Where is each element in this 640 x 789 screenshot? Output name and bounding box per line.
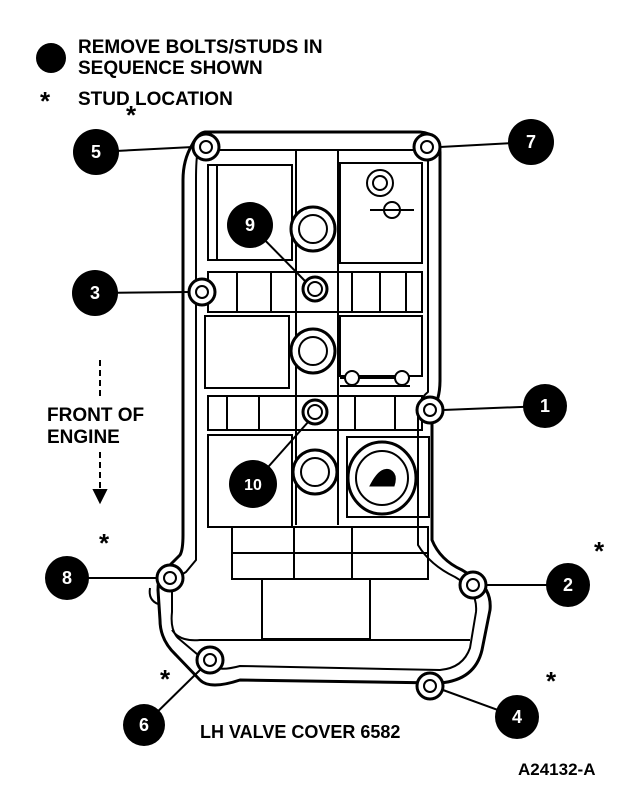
figure-id: A24132-A <box>518 760 596 779</box>
legend-bolt-marker <box>36 43 66 73</box>
callout-marker-7 <box>508 119 554 165</box>
front-of-engine-line2: ENGINE <box>47 427 120 448</box>
spark-plug-bosses <box>289 205 339 496</box>
callout-marker-2 <box>546 563 590 607</box>
callout-number-1: 1 <box>540 396 550 416</box>
stud-marker-5: * <box>126 100 137 130</box>
cover-fittings <box>344 169 414 386</box>
callout-number-5: 5 <box>91 142 101 162</box>
stud-marker-6: * <box>160 664 171 694</box>
oil-filler-cap <box>346 440 418 516</box>
callout-marker-1 <box>523 384 567 428</box>
callout-marker-4 <box>495 695 539 739</box>
stud-marker-8: * <box>99 528 110 558</box>
callout-number-7: 7 <box>526 132 536 152</box>
callout-number-6: 6 <box>139 715 149 735</box>
callout-number-9: 9 <box>245 215 255 235</box>
legend-stud-symbol: * <box>40 86 51 116</box>
callout-marker-8 <box>45 556 89 600</box>
callout-marker-6 <box>123 704 165 746</box>
legend-stud-text: STUD LOCATION <box>78 89 233 110</box>
callout-number-3: 3 <box>90 283 100 303</box>
callout-marker-5 <box>73 129 119 175</box>
callout-number-10: 10 <box>244 477 262 494</box>
stud-marker-4: * <box>546 666 557 696</box>
arrow-down-icon <box>92 360 108 505</box>
callout-marker-10 <box>229 460 277 508</box>
stud-marker-2: * <box>594 536 605 566</box>
callout-number-8: 8 <box>62 568 72 588</box>
callout-number-4: 4 <box>512 707 522 727</box>
legend-bolt-text-line2: SEQUENCE SHOWN <box>78 58 263 79</box>
callouts: 1 2 * 3 4 * 5 * 6 * 7 8 * 9 10 <box>45 100 605 746</box>
callout-marker-9 <box>227 202 273 248</box>
callout-number-2: 2 <box>563 575 573 595</box>
callout-marker-3 <box>72 270 118 316</box>
bolt-holes <box>155 132 488 701</box>
legend-bolt-text-line1: REMOVE BOLTS/STUDS IN <box>78 37 323 58</box>
front-of-engine-line1: FRONT OF <box>47 405 145 426</box>
diagram-caption: LH VALVE COVER 6582 <box>200 722 401 742</box>
